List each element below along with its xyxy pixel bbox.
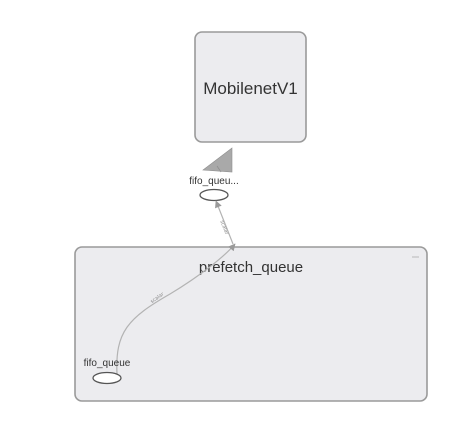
mobilenet-input-tick xyxy=(216,165,222,173)
edge-boundary-to-outer[interactable]: scalar xyxy=(215,200,234,245)
prefetch-queue-node[interactable]: prefetch_queue xyxy=(74,246,428,402)
edge-label: scalar xyxy=(218,220,230,237)
mobilenet-label: MobilenetV1 xyxy=(203,79,298,98)
fifo-queue-outer-ellipse[interactable] xyxy=(199,188,229,202)
fifo-queue-outer-label: fifo_queu... xyxy=(189,176,238,187)
edge-line xyxy=(116,243,236,375)
fifo-queue-outer-node[interactable]: fifo_queu... xyxy=(189,176,239,202)
mobilenet-box[interactable] xyxy=(194,31,307,143)
fifo-queue-inner-label: fifo_queue xyxy=(84,358,131,369)
edge-line xyxy=(215,200,234,245)
prefetch-queue-label: prefetch_queue xyxy=(199,259,303,276)
mobilenet-node[interactable]: MobilenetV1 xyxy=(194,31,307,143)
fifo-queue-inner-ellipse[interactable] xyxy=(92,371,122,385)
prefetch-queue-box[interactable] xyxy=(74,246,428,402)
mobilenet-input-arrowhead xyxy=(202,147,233,173)
fifo-queue-inner-node[interactable]: fifo_queue xyxy=(84,358,131,385)
